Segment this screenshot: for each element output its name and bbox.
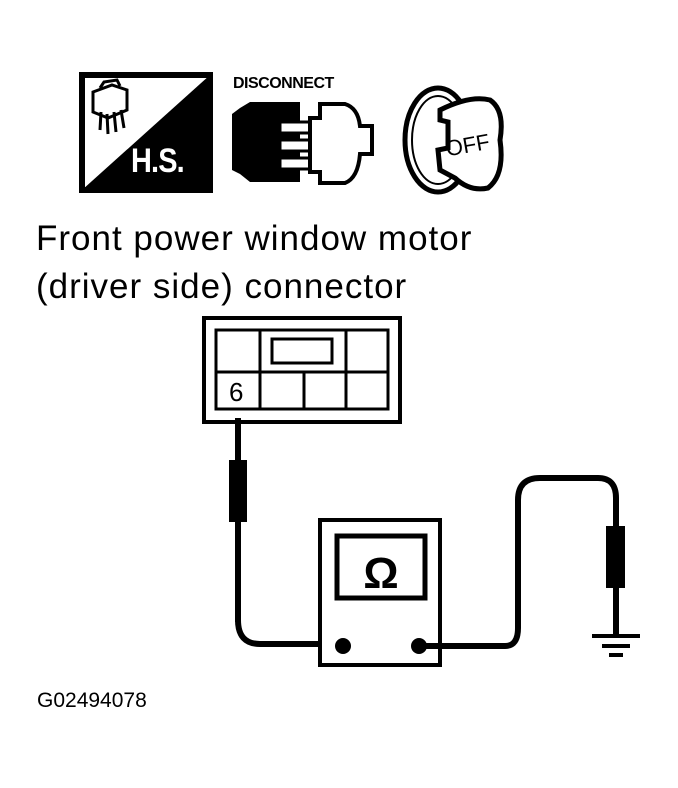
figure-code: G02494078 [37, 689, 147, 712]
hs-label: H.S. [131, 142, 185, 180]
title-line-2: (driver side) connector [36, 267, 408, 306]
ignition-key-icon: OFF [402, 85, 504, 195]
probe-lead-left [229, 418, 338, 647]
ground-symbol [592, 634, 640, 657]
title-line-1: Front power window motor [36, 219, 473, 258]
ohmmeter: Ω [318, 518, 442, 667]
pin-number-label: 6 [229, 377, 244, 407]
harness-connector-icon [79, 72, 213, 193]
svg-text:Ω: Ω [363, 549, 398, 598]
disconnect-label: DISCONNECT [233, 75, 334, 92]
connector-housing [202, 316, 402, 424]
probe-lead-right [424, 475, 625, 649]
disconnect-icon [232, 102, 374, 185]
